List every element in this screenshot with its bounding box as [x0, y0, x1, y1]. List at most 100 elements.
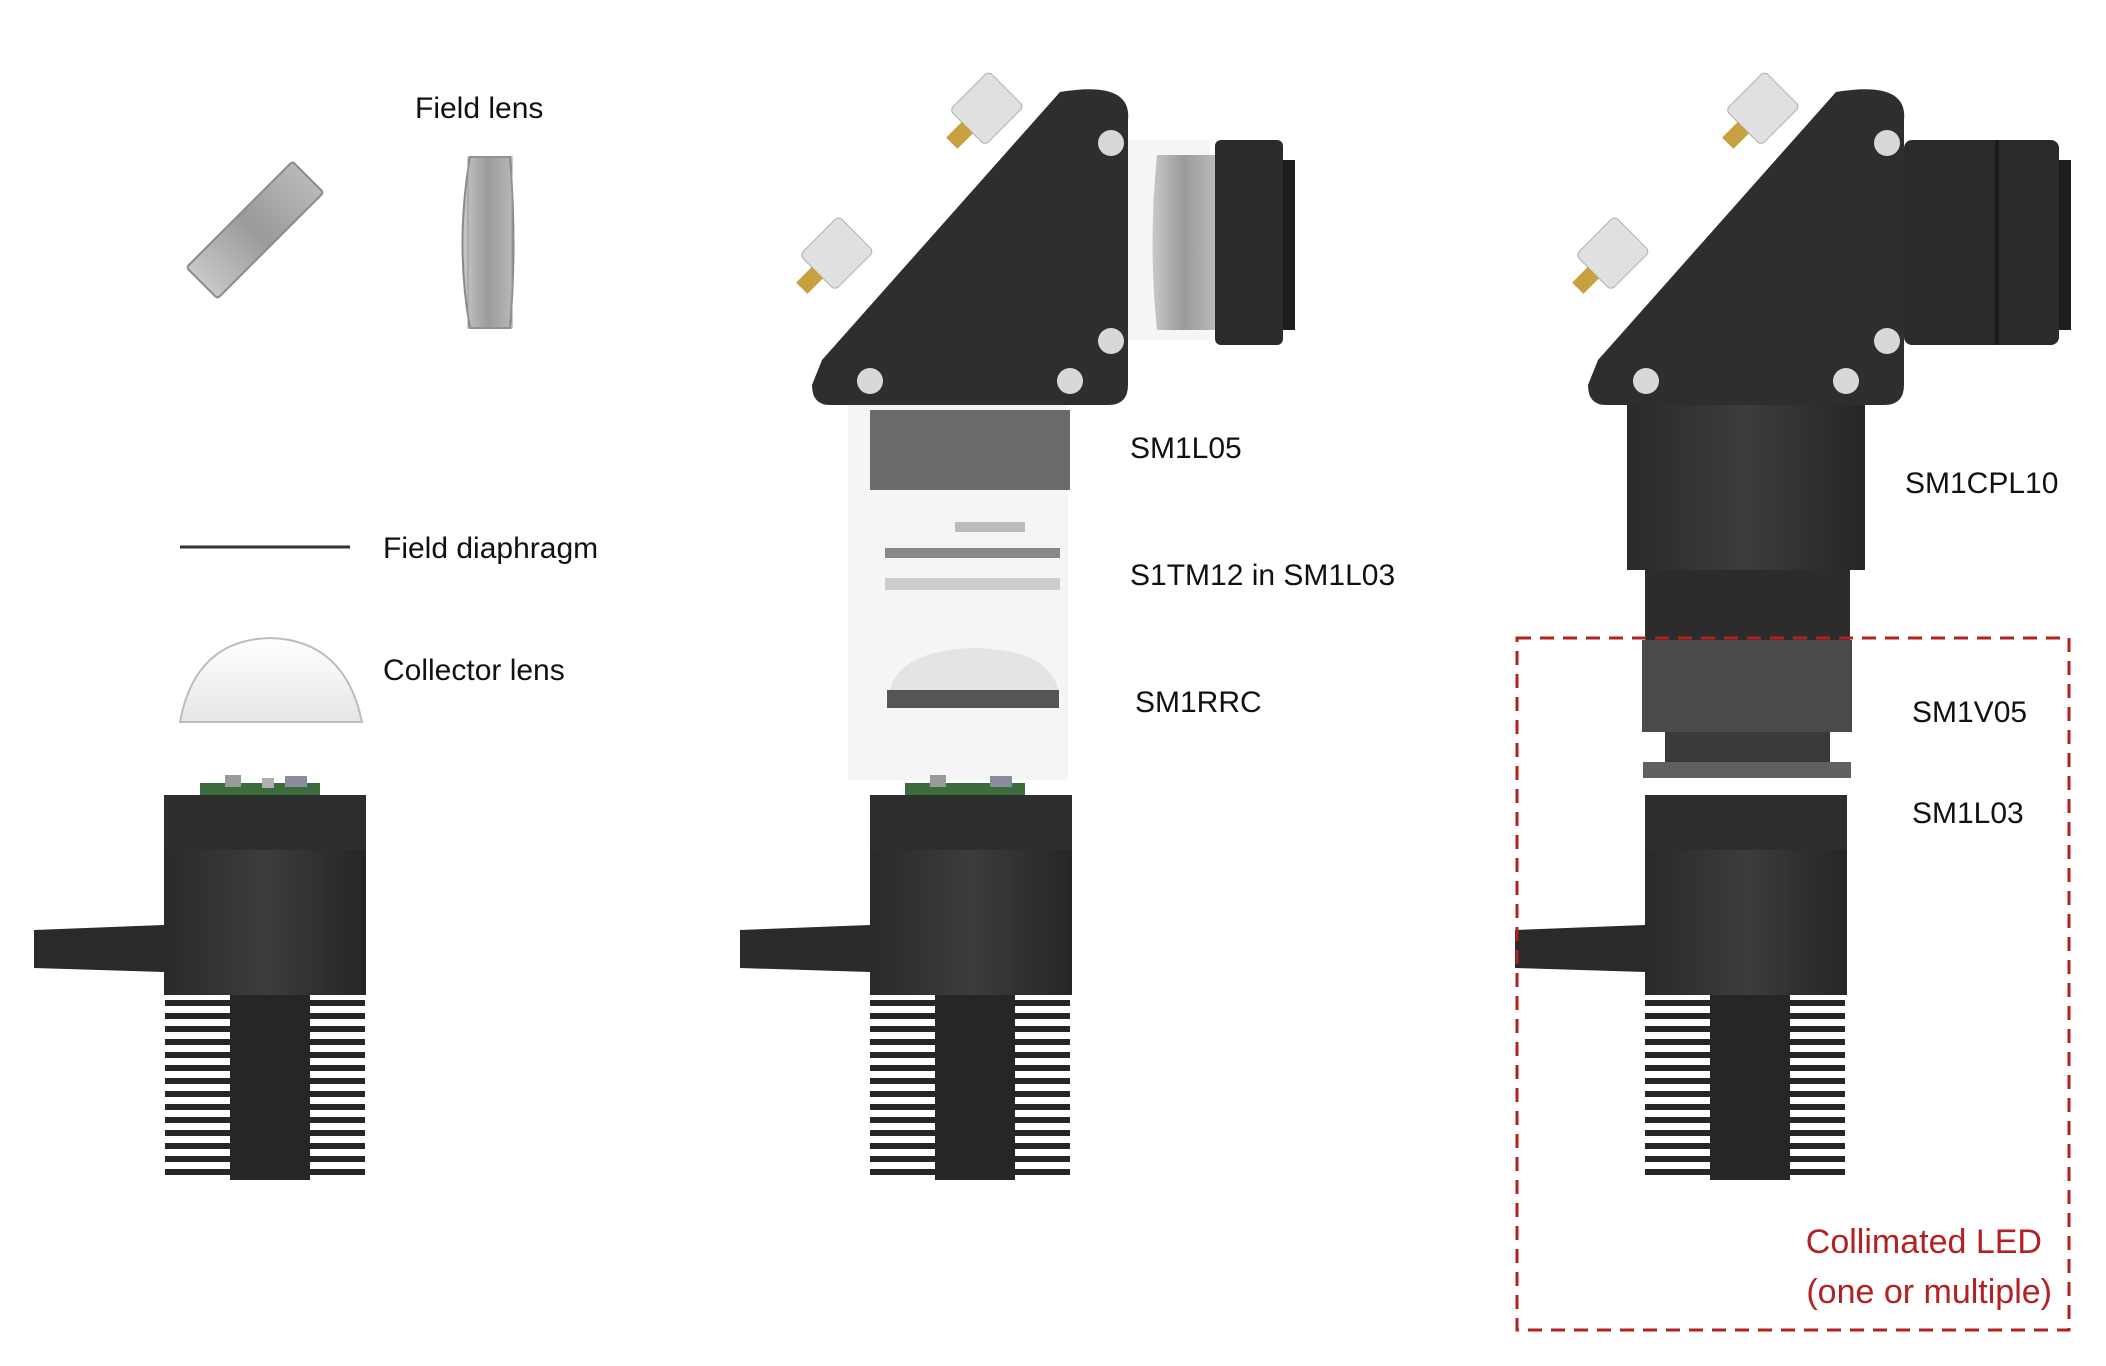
heatsink-fin — [165, 1104, 230, 1110]
sm1rrc-label: SM1RRC — [1135, 686, 1262, 719]
heatsink-fin — [300, 1026, 365, 1032]
field-lens — [461, 156, 515, 329]
heatsink-fin — [300, 1117, 365, 1123]
heatsink-fin — [870, 1156, 935, 1162]
exploded-components-group: Field lens Field diaphragm Collector len… — [34, 92, 598, 1180]
heatsink-fin — [1645, 1052, 1710, 1058]
collimated-led-highlight-box — [1515, 636, 2071, 1332]
collector-lens-label: Collector lens — [383, 654, 565, 687]
heatsink-fin — [1645, 1169, 1710, 1175]
heatsink-fin — [1645, 1130, 1710, 1136]
adjuster-knob-upper-right — [1722, 72, 1799, 149]
heatsink-fin — [1780, 1026, 1845, 1032]
adjuster-knob-lower-right — [1572, 217, 1649, 294]
heatsink-fin — [165, 1013, 230, 1019]
heatsink-fin — [1005, 1156, 1070, 1162]
heatsink-fin — [870, 1117, 935, 1123]
heatsink-fin — [1780, 1117, 1845, 1123]
cube-mount-right — [1588, 89, 1905, 405]
heatsink-fin — [1005, 1091, 1070, 1097]
heatsink-fin — [165, 1091, 230, 1097]
heatsink-fin — [1005, 1039, 1070, 1045]
heatsink-fin — [165, 1026, 230, 1032]
heatsink-fin — [1780, 1052, 1845, 1058]
heatsink-fin — [1005, 1052, 1070, 1058]
heatsink-fin — [1780, 1091, 1845, 1097]
heatsink-fin — [165, 1065, 230, 1071]
heatsink-fin — [1645, 1117, 1710, 1123]
heatsink-fin — [1645, 1078, 1710, 1084]
heatsink-fin — [165, 1117, 230, 1123]
heatsink-fin — [870, 1130, 935, 1136]
heatsink-fin — [1645, 1104, 1710, 1110]
led-module-left — [34, 775, 366, 1180]
heatsink-fin — [1645, 1000, 1710, 1006]
heatsink-fin — [1780, 1104, 1845, 1110]
heatsink-fin — [1645, 1013, 1710, 1019]
led-module-right — [1515, 850, 1847, 1180]
heatsink-fin — [1780, 1000, 1845, 1006]
heatsink-fin — [1645, 1065, 1710, 1071]
heatsink-fin — [1005, 1143, 1070, 1149]
output-tube-right — [1904, 140, 2059, 345]
field-lens-label: Field lens — [415, 92, 543, 125]
collector-lens — [178, 636, 364, 723]
heatsink-fin — [870, 1052, 935, 1058]
middle-assembly-group: SM1L05 S1TM12 in SM1L03 SM1RRC — [740, 72, 1395, 1180]
heatsink-fin — [300, 1156, 365, 1162]
heatsink-fin — [1780, 1078, 1845, 1084]
heatsink-fin — [870, 1104, 935, 1110]
heatsink-fins-left — [165, 1000, 365, 1175]
s1tm12-middle — [885, 548, 1060, 558]
heatsink-fin — [300, 1091, 365, 1097]
sm1v05-right — [1642, 640, 1852, 732]
heatsink-fins-right — [1645, 1000, 1845, 1175]
heatsink-fin — [300, 1078, 365, 1084]
heatsink-fin — [1645, 1143, 1710, 1149]
heatsink-fin — [870, 1026, 935, 1032]
heatsink-fin — [300, 1143, 365, 1149]
heatsink-fin — [165, 1156, 230, 1162]
heatsink-fin — [870, 1078, 935, 1084]
sm1l03-label: SM1L03 — [1912, 797, 2024, 830]
right-assembly-group: SM1CPL10 SM1V05 SM1L03 Collimated LED (o… — [1515, 72, 2071, 1332]
field-diaphragm-label: Field diaphragm — [383, 532, 598, 565]
heatsink-fin — [165, 1169, 230, 1175]
heatsink-fin — [1780, 1065, 1845, 1071]
heatsink-fin — [165, 1143, 230, 1149]
heatsink-fin — [165, 1078, 230, 1084]
collimated-led-label: Collimated LED — [1806, 1223, 2042, 1261]
heatsink-fin — [1645, 1156, 1710, 1162]
heatsink-fin — [1645, 1039, 1710, 1045]
heatsink-fin — [1005, 1117, 1070, 1123]
heatsink-fin — [300, 1013, 365, 1019]
heatsink-fin — [1780, 1130, 1845, 1136]
heatsink-fin — [300, 1000, 365, 1006]
heatsink-fin — [870, 1039, 935, 1045]
led-module-middle — [740, 775, 1072, 1180]
heatsink-fin — [300, 1104, 365, 1110]
s1tm12-label: S1TM12 in SM1L03 — [1130, 559, 1395, 592]
adjuster-knob-lower-middle — [796, 217, 873, 294]
heatsink-fin — [300, 1052, 365, 1058]
heatsink-fin — [1005, 1013, 1070, 1019]
heatsink-fin — [1005, 1000, 1070, 1006]
heatsink-fin — [300, 1130, 365, 1136]
heatsink-fin — [870, 1169, 935, 1175]
heatsink-fin — [1780, 1156, 1845, 1162]
heatsink-fin — [1780, 1013, 1845, 1019]
heatsink-fin — [165, 1000, 230, 1006]
heatsink-fin — [165, 1052, 230, 1058]
sm1l05-label: SM1L05 — [1130, 432, 1242, 465]
heatsink-fin — [870, 1065, 935, 1071]
heatsink-fin — [870, 1143, 935, 1149]
sm1l03-right — [1645, 795, 1847, 850]
heatsink-fin — [1005, 1026, 1070, 1032]
heatsink-fin — [300, 1039, 365, 1045]
sm1cpl10-label: SM1CPL10 — [1905, 467, 2058, 500]
heatsink-fin — [870, 1091, 935, 1097]
heatsink-fin — [1005, 1078, 1070, 1084]
output-tube-middle — [1215, 140, 1283, 345]
heatsink-fin — [1005, 1104, 1070, 1110]
